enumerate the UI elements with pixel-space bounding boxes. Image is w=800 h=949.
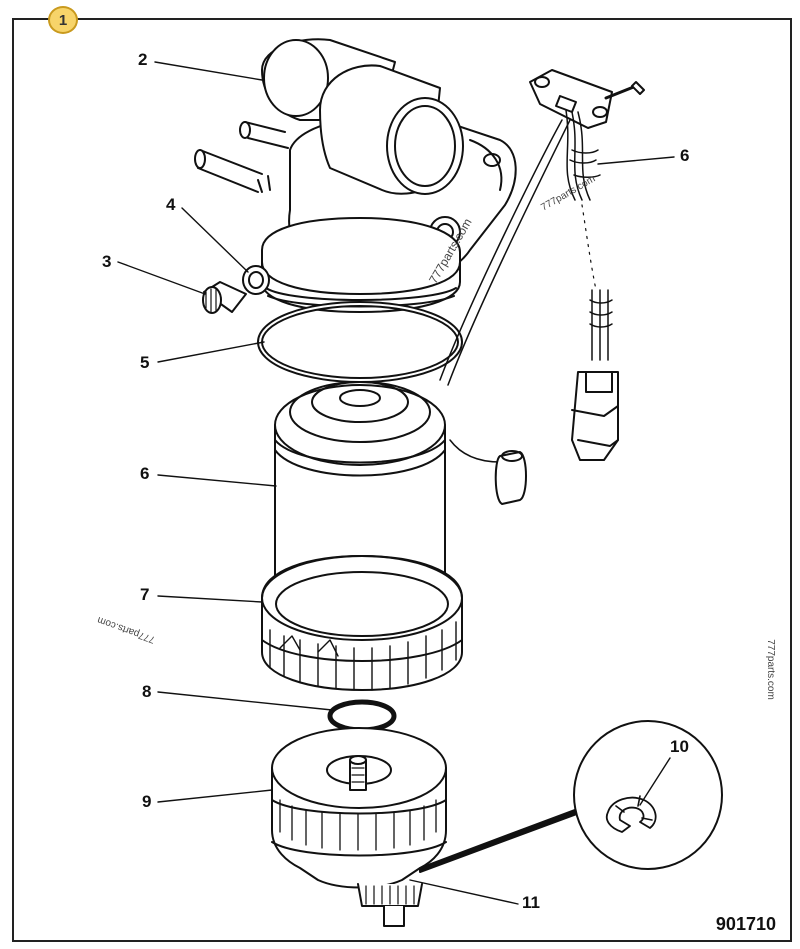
- callout-10: 10: [670, 737, 689, 756]
- leader-6a: [597, 156, 675, 165]
- filter-head-part-2: [194, 38, 517, 313]
- leader-3: [117, 261, 206, 295]
- detail-circle-part-10: [419, 720, 723, 873]
- leader-11: [409, 879, 519, 905]
- callout-6-sensor: 6: [680, 146, 690, 165]
- callout-5: 5: [140, 353, 150, 372]
- callout-7: 7: [140, 585, 150, 604]
- separator-bowl-part-9: [271, 727, 447, 889]
- bowl-o-ring-part-8: [327, 699, 397, 733]
- leader-5: [157, 341, 265, 363]
- bleed-screw-part-3: [202, 281, 247, 314]
- leader-9: [157, 789, 273, 803]
- leader-4: [181, 207, 249, 273]
- figure-index-badge: 1: [48, 6, 78, 34]
- diagram-border: [12, 18, 792, 942]
- callout-2: 2: [138, 50, 148, 69]
- callout-4: 4: [166, 195, 176, 214]
- drain-valve-part-11: [357, 883, 423, 927]
- callout-9: 9: [142, 792, 152, 811]
- leader-10: [639, 757, 671, 806]
- watermark-4: 777parts.com: [764, 639, 776, 700]
- leader-lines: [117, 61, 675, 905]
- callout-11: 11: [522, 893, 540, 912]
- retaining-ring-part-7: [261, 555, 463, 691]
- callout-3: 3: [102, 252, 112, 271]
- seal-washer-part-4: [242, 265, 270, 295]
- leader-6b: [157, 474, 277, 487]
- callout-6-element: 6: [140, 464, 150, 483]
- water-sensor-harness-part-6: [439, 69, 645, 505]
- leader-7: [157, 595, 263, 603]
- o-ring-part-5: [257, 301, 463, 383]
- leader-8: [157, 691, 333, 711]
- drawing-number: 901710: [715, 914, 776, 934]
- callout-8: 8: [142, 682, 152, 701]
- leader-2: [154, 61, 263, 81]
